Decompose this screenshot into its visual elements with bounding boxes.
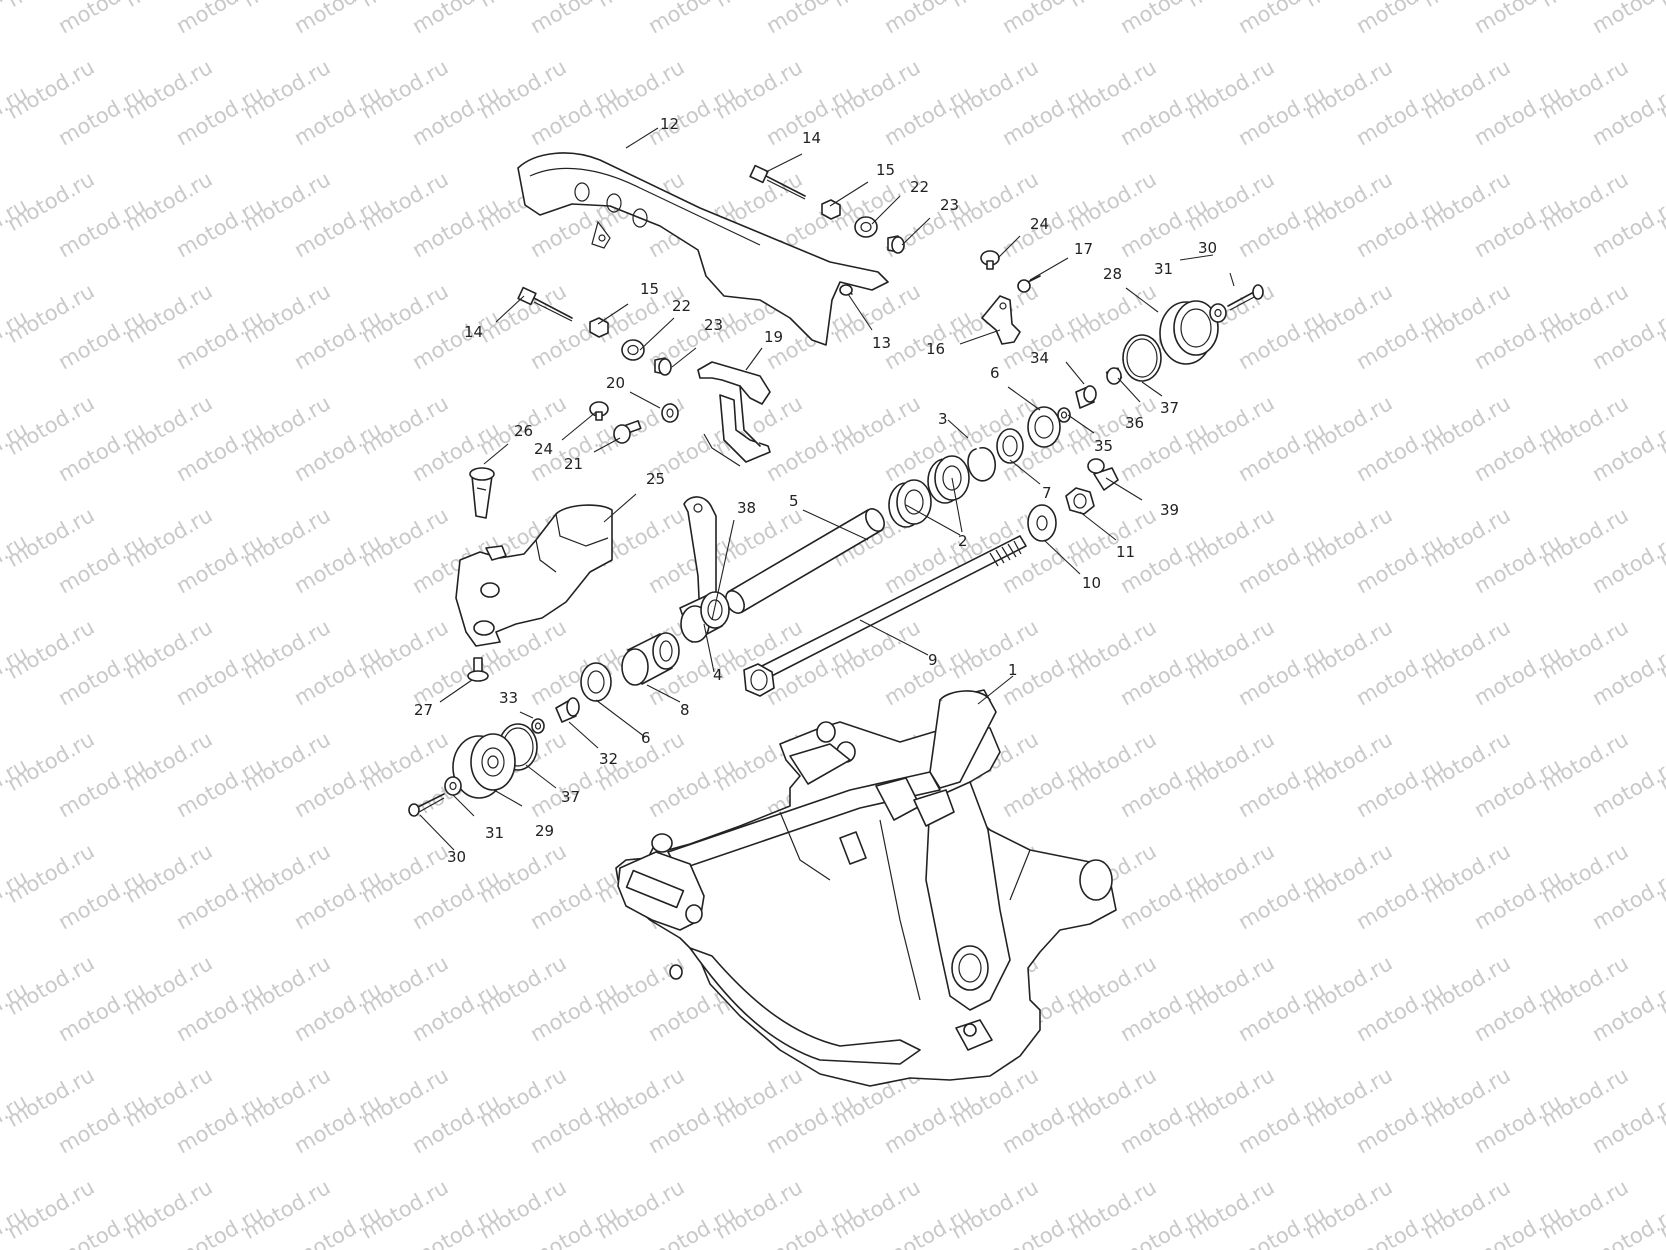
callout-36: 36	[1125, 414, 1144, 432]
callout-6-upper: 6	[990, 364, 1000, 382]
part-8-bushing	[621, 632, 680, 686]
part-15-nut-lower	[589, 317, 609, 338]
callout-20: 20	[606, 374, 625, 392]
part-23-spacer-upper	[887, 235, 905, 254]
callout-32: 32	[599, 750, 618, 768]
callout-15-upper: 15	[876, 161, 895, 179]
part-28-cap	[1159, 300, 1219, 365]
part-9-spindle	[743, 535, 1027, 697]
part-3-circlip	[967, 447, 996, 482]
part-11-nut	[1065, 487, 1095, 515]
callout-2: 2	[958, 532, 968, 550]
callout-34: 34	[1030, 349, 1049, 367]
callout-8: 8	[680, 701, 690, 719]
callout-6-lower: 6	[641, 729, 651, 747]
callout-24-lower: 24	[534, 440, 553, 458]
callout-5: 5	[789, 492, 799, 510]
part-34-spacer	[1075, 385, 1097, 409]
part-15-nut-upper	[821, 199, 841, 220]
callout-30-lower: 30	[447, 848, 466, 866]
part-24-clip-lower	[589, 401, 609, 421]
part-2-bearing-a	[888, 479, 932, 528]
callout-37-upper: 37	[1160, 399, 1179, 417]
callout-12: 12	[660, 115, 679, 133]
part-23-spacer-lower	[654, 357, 672, 376]
part-31-washer-upper	[1209, 303, 1227, 323]
part-24-clip-upper	[980, 250, 1000, 270]
callout-27: 27	[414, 701, 433, 719]
part-26-pin	[469, 467, 495, 519]
part-35-washer	[1057, 407, 1071, 423]
callout-30-upper: 30	[1198, 239, 1217, 257]
part-14-bolt-upper	[749, 164, 806, 200]
callout-14-upper: 14	[802, 129, 821, 147]
part-5-sleeve	[725, 508, 885, 614]
callout-28: 28	[1103, 265, 1122, 283]
callout-25: 25	[646, 470, 665, 488]
callout-9: 9	[928, 651, 938, 669]
part-12-chain-guard	[517, 152, 889, 346]
callout-35: 35	[1094, 437, 1113, 455]
callout-31-lower: 31	[485, 824, 504, 842]
callout-33: 33	[499, 689, 518, 707]
part-25-bracket	[455, 504, 613, 647]
callout-23-upper: 23	[940, 196, 959, 214]
part-22-washer-lower	[621, 339, 645, 361]
part-22-washer-upper	[854, 216, 878, 238]
part-27-bolt	[467, 657, 489, 682]
callout-10: 10	[1082, 574, 1101, 592]
callout-21: 21	[564, 455, 583, 473]
callout-37-lower: 37	[561, 788, 580, 806]
callout-labels: 1 2 3 4 5 6 6 7 8 9 10 11 12 13 14 14 15…	[414, 115, 1217, 866]
part-6-bearing-upper	[1027, 406, 1061, 448]
callout-22-upper: 22	[910, 178, 929, 196]
part-29-cap	[452, 733, 516, 799]
callout-26: 26	[514, 422, 533, 440]
callout-1: 1	[1008, 661, 1018, 679]
callout-3: 3	[938, 410, 948, 428]
part-30-bolt-lower	[408, 793, 445, 817]
part-2-bearing-b	[927, 455, 970, 504]
callout-38: 38	[737, 499, 756, 517]
callout-11: 11	[1116, 543, 1135, 561]
part-1-frame	[615, 689, 1117, 1087]
watermark-text: motod.ru	[1588, 0, 1666, 38]
callout-13: 13	[872, 334, 891, 352]
part-6-bearing-lower	[580, 662, 612, 702]
part-19-bracket	[697, 361, 771, 467]
callout-24-upper: 24	[1030, 215, 1049, 233]
callout-22-lower: 22	[672, 297, 691, 315]
callout-39: 39	[1160, 501, 1179, 519]
callout-29: 29	[535, 822, 554, 840]
part-10-washer	[1027, 504, 1057, 542]
part-17-bolt	[1017, 275, 1041, 293]
part-30-bolt-upper	[1227, 284, 1264, 311]
leader-lines	[419, 127, 1235, 851]
callout-14-lower: 14	[464, 323, 483, 341]
part-16-bracket	[981, 295, 1021, 345]
part-31-washer-lower	[444, 776, 462, 796]
callout-23-lower: 23	[704, 316, 723, 334]
callout-16: 16	[926, 340, 945, 358]
part-14-bolt-lower	[517, 286, 573, 322]
part-32-spacer	[555, 697, 580, 723]
part-13-bolt	[839, 284, 853, 296]
part-20-washer	[661, 403, 679, 423]
part-7-seal	[996, 428, 1024, 464]
callout-19: 19	[764, 328, 783, 346]
part-4-bushing	[679, 591, 730, 643]
callout-7: 7	[1042, 484, 1052, 502]
part-37-oring-upper	[1122, 334, 1162, 382]
callout-15-lower: 15	[640, 280, 659, 298]
callout-31-upper: 31	[1154, 260, 1173, 278]
part-39-pin	[1087, 458, 1119, 491]
part-33-washer	[531, 718, 545, 734]
callout-4: 4	[713, 666, 723, 684]
callout-17: 17	[1074, 240, 1093, 258]
part-36-bolt	[1105, 367, 1123, 385]
